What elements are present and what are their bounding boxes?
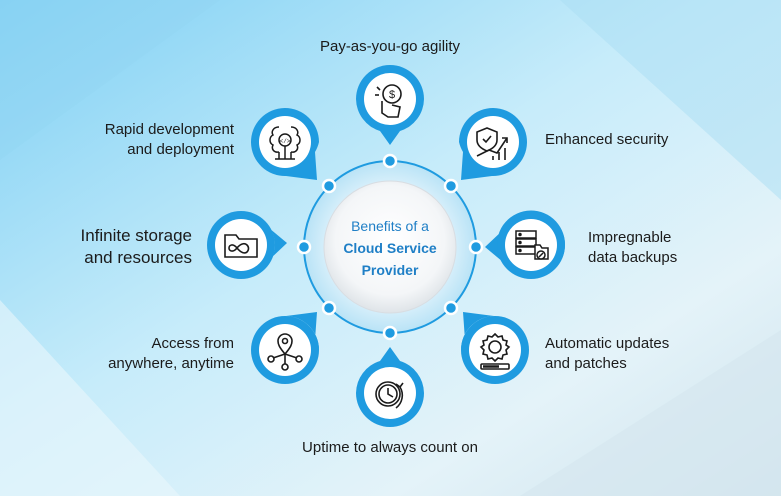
center-title: Benefits of a Cloud Service Provider [330, 215, 450, 281]
connector-dot [443, 178, 459, 194]
label-security: Enhanced security [545, 130, 668, 150]
label-updates-line2: and patches [545, 355, 627, 372]
label-storage-line2: and resources [84, 248, 192, 267]
center-title-line1: Benefits of a [351, 218, 429, 234]
label-access-line2: anywhere, anytime [108, 355, 234, 372]
label-backups: Impregnable data backups [588, 228, 677, 268]
background-facet [520, 330, 781, 496]
connector-dots [296, 153, 484, 341]
label-access-line1: Access from [151, 335, 234, 352]
shield-growth-icon [476, 127, 508, 160]
node-uptime [356, 347, 424, 427]
connector-dot [443, 300, 459, 316]
svg-text:$: $ [389, 89, 395, 101]
center-title-line3: Provider [361, 262, 419, 278]
label-rapid-line1: Rapid development [104, 121, 234, 138]
label-storage-line1: Infinite storage [80, 226, 192, 245]
label-rapid: Rapid development and deployment [54, 120, 234, 160]
label-pay-line1: Pay-as-you-go agility [319, 38, 461, 55]
label-updates-line1: Automatic updates [545, 335, 670, 352]
label-backups-line2: data backups [588, 249, 678, 266]
node-rapid: </> [251, 108, 319, 181]
connector-dot [296, 239, 312, 255]
label-updates: Automatic updates and patches [545, 334, 669, 374]
background-facet [0, 0, 220, 160]
connector-dot [468, 239, 484, 255]
background-facet [560, 0, 781, 200]
node-security [459, 108, 527, 180]
server-backup-icon [515, 230, 549, 260]
node-backups [485, 210, 565, 279]
node-pay: $ [356, 65, 424, 145]
label-storage: Infinite storage and resources [40, 225, 192, 269]
gear-progress-icon [479, 332, 511, 370]
node-access [251, 312, 319, 384]
label-pay: Pay-as-you-go agility [290, 37, 490, 57]
center-disc [323, 180, 457, 314]
clock-refresh-icon [375, 381, 404, 409]
background-facet [0, 300, 180, 496]
label-backups-line1: Impregnable [588, 229, 672, 246]
node-updates [461, 312, 529, 384]
center-title-line2: Cloud Service [343, 240, 437, 256]
connector-dot [321, 178, 337, 194]
label-uptime-line1: Uptime to always count on [302, 439, 478, 456]
dollar-touch-icon: $ [375, 84, 402, 118]
label-rapid-line2: and deployment [127, 141, 234, 158]
label-uptime: Uptime to always count on [270, 438, 510, 458]
svg-text:</>: </> [280, 138, 291, 145]
connector-dot [321, 300, 337, 316]
code-brain-icon: </> [269, 126, 301, 160]
location-network-icon [267, 333, 303, 371]
connector-dot [382, 153, 398, 169]
folder-infinity-icon [224, 234, 258, 258]
label-access: Access from anywhere, anytime [64, 334, 234, 374]
connector-dot [382, 325, 398, 341]
node-storage [207, 211, 287, 279]
label-security-line1: Enhanced security [545, 131, 669, 148]
